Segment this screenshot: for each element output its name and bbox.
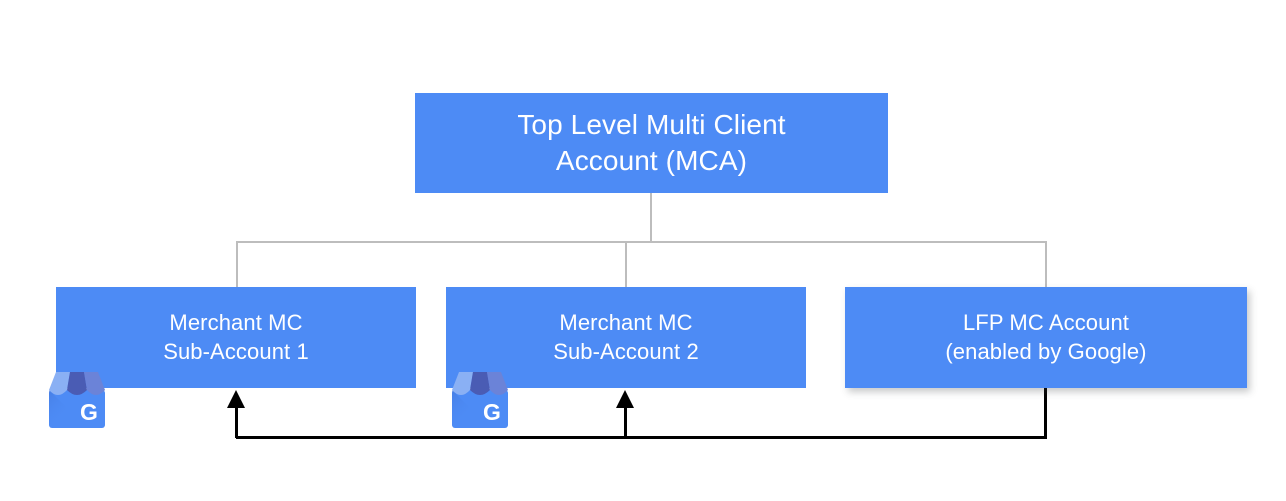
google-g-glyph: G xyxy=(80,399,98,425)
node-lfp-mc-account-label: LFP MC Account (enabled by Google) xyxy=(945,310,1147,364)
node-lfp-mc-account[interactable]: LFP MC Account (enabled by Google) xyxy=(845,287,1247,388)
connector-drop-sub-account-2 xyxy=(625,241,627,287)
arrowhead-icon-sub-account-1 xyxy=(227,390,245,408)
node-top-level-mca-label: Top Level Multi Client Account (MCA) xyxy=(517,109,786,176)
flow-line-up-sub-account-2 xyxy=(624,404,627,438)
arrowhead-icon-sub-account-2 xyxy=(616,390,634,408)
google-business-profile-icon: G xyxy=(452,372,508,428)
connector-drop-lfp-account xyxy=(1045,241,1047,287)
node-merchant-sub-account-1[interactable]: Merchant MC Sub-Account 1 xyxy=(56,287,416,388)
node-merchant-sub-account-2[interactable]: Merchant MC Sub-Account 2 xyxy=(446,287,806,388)
connector-top-stem xyxy=(650,193,652,243)
node-merchant-sub-account-1-label: Merchant MC Sub-Account 1 xyxy=(163,310,309,364)
flow-line-up-sub-account-1 xyxy=(235,404,238,438)
connector-horizontal-bus xyxy=(236,241,1047,243)
node-merchant-sub-account-2-label: Merchant MC Sub-Account 2 xyxy=(553,310,699,364)
connector-drop-sub-account-1 xyxy=(236,241,238,287)
flow-line-lfp-down xyxy=(1044,388,1047,439)
node-top-level-mca[interactable]: Top Level Multi Client Account (MCA) xyxy=(415,93,888,193)
google-business-profile-icon: G xyxy=(49,372,105,428)
flow-line-bottom-horizontal xyxy=(236,436,1047,439)
google-g-glyph: G xyxy=(483,399,501,425)
